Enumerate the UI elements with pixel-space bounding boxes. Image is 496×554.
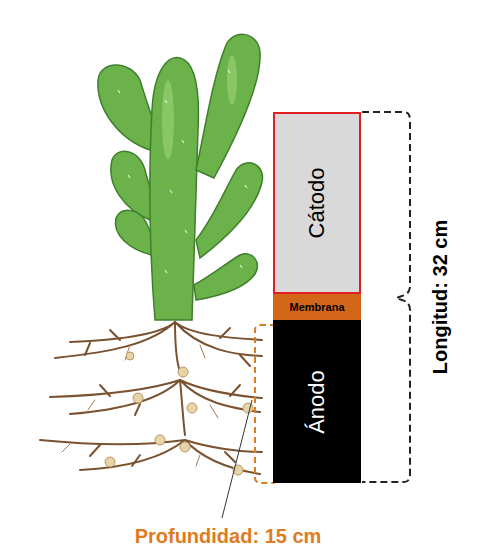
depth-dimension: Profundidad: 15 cm: [135, 525, 322, 548]
cathode-box: Cátodo: [273, 112, 361, 294]
leader-line: [222, 400, 252, 518]
membrane-band: Membrana: [273, 294, 361, 320]
length-bracket: [362, 112, 410, 482]
part-label: Membrana: [289, 301, 344, 313]
part-label: Cátodo: [304, 168, 330, 239]
anode-box: Ánodo: [273, 320, 361, 483]
length-dimension: Longitud: 32 cm: [429, 220, 452, 374]
part-label: Ánodo: [304, 370, 330, 434]
